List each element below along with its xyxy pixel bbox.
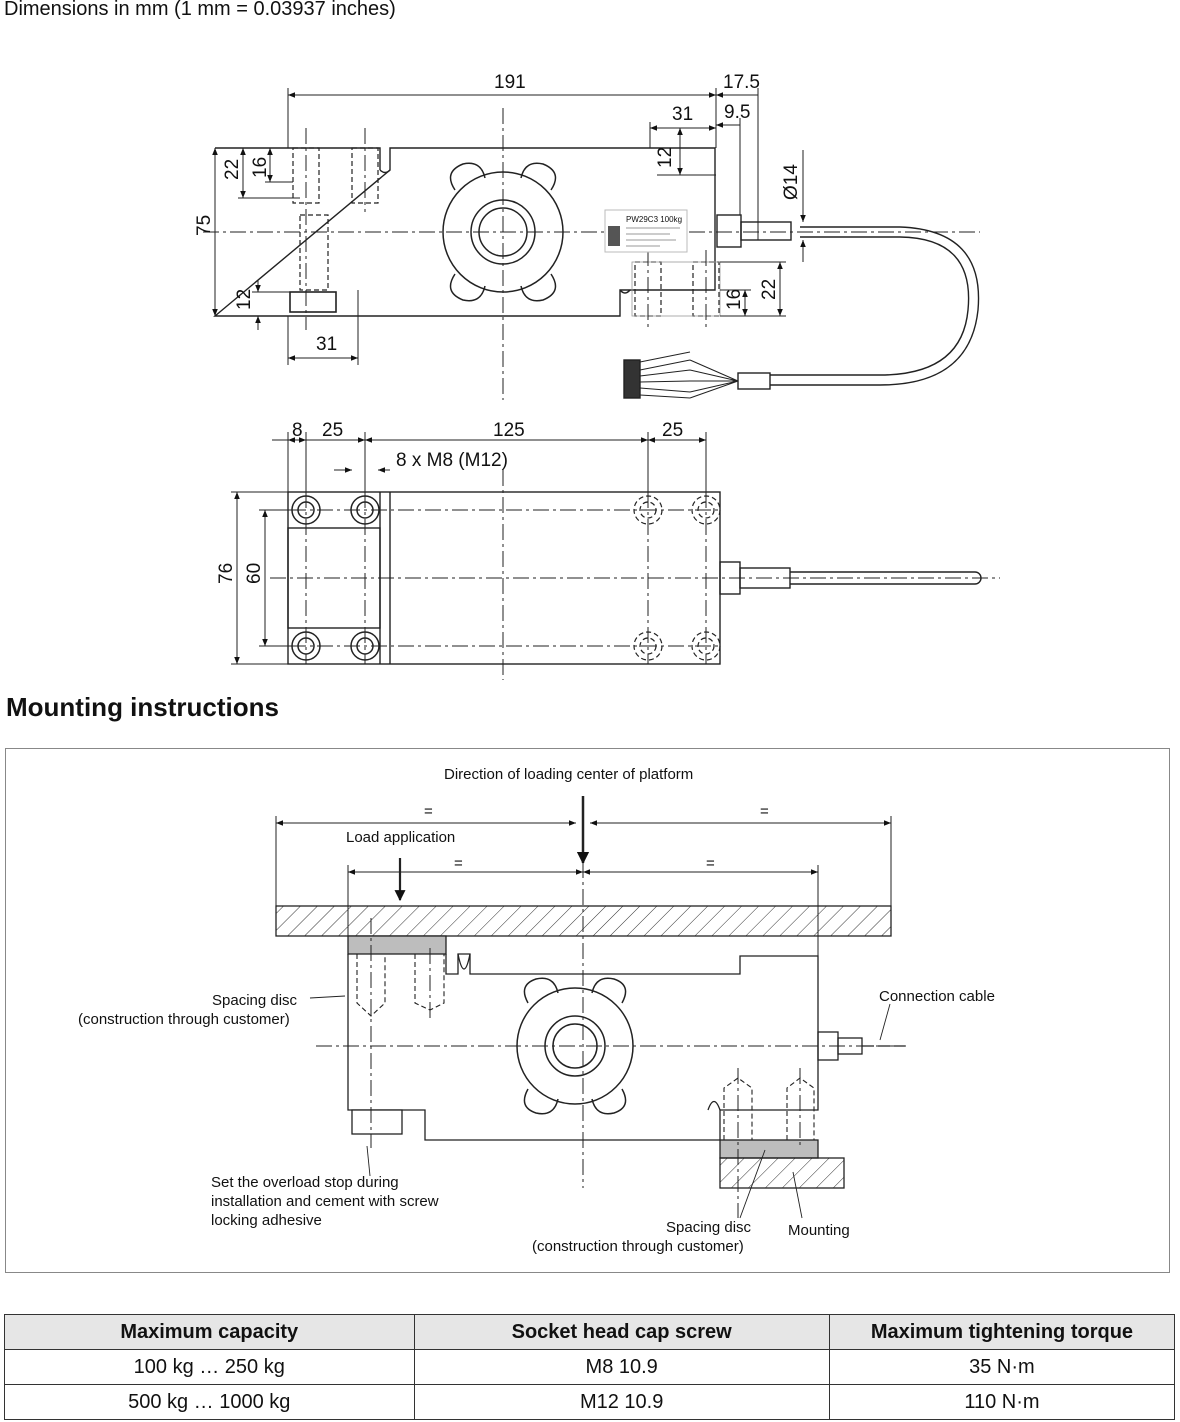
table-row: 500 kg … 1000 kg M12 10.9 110 N·m — [4, 1384, 1176, 1420]
table-cell: 35 N·m — [828, 1349, 1176, 1385]
spacing-disc-bottom-note: (construction through customer) — [532, 1238, 744, 1255]
spacing-disc-bottom-label: Spacing disc — [666, 1219, 752, 1236]
dim-31-bottom: 31 — [316, 334, 337, 355]
table-header-row: Maximum capacity Socket head cap screw M… — [4, 1314, 1176, 1350]
overload-note-line-1: Set the overload stop during — [211, 1174, 399, 1191]
table-row: 100 kg … 250 kg M8 10.9 35 N·m — [4, 1349, 1176, 1385]
table-cell: 110 N·m — [828, 1384, 1176, 1420]
dim-16-right: 16 — [724, 289, 745, 310]
dim-125: 125 — [493, 420, 525, 441]
dim-22-right: 22 — [759, 279, 780, 300]
dim-12-top: 12 — [655, 147, 676, 168]
overload-nut — [289, 291, 337, 313]
spacing-disc-left-note: (construction through customer) — [78, 1011, 290, 1028]
dim-16-left: 16 — [250, 157, 271, 178]
dim-9-5: 9.5 — [724, 102, 750, 123]
direction-label: Direction of loading center of platform — [444, 766, 693, 783]
dim-12-left: 12 — [234, 289, 255, 310]
dim-60: 60 — [244, 563, 265, 584]
torque-table: Maximum capacity Socket head cap screw M… — [4, 1314, 1176, 1420]
dim-22-left: 22 — [222, 159, 243, 180]
mounting-diagram: Direction of loading center of platform … — [78, 766, 995, 1255]
mounting-diagram-frame — [5, 748, 1170, 1273]
dimension-drawing: PW29C3 100kg 191 17.5 31 9.5 12 Ø14 22 1… — [194, 72, 1000, 680]
spacing-disc-left-label: Spacing disc — [212, 992, 298, 1009]
dim-17-5: 17.5 — [723, 72, 760, 93]
equal-sign-2: = — [760, 803, 769, 820]
connection-cable-drawing — [770, 226, 980, 386]
spacing-disc-top — [347, 935, 447, 955]
equal-sign-1: = — [424, 803, 433, 820]
load-application-label: Load application — [346, 829, 455, 846]
dim-76: 76 — [216, 563, 237, 584]
overload-note-line-3: locking adhesive — [211, 1212, 322, 1229]
load-cell-mount-outline — [347, 953, 819, 1141]
connection-cable-label: Connection cable — [879, 988, 995, 1005]
label-plate-text: PW29C3 100kg — [626, 215, 682, 224]
dim-8: 8 — [292, 420, 303, 441]
dim-14: Ø14 — [781, 164, 802, 200]
dim-31-top: 31 — [672, 104, 693, 125]
column-header: Socket head cap screw — [413, 1314, 830, 1350]
table-cell: 100 kg … 250 kg — [4, 1349, 415, 1385]
equal-sign-3: = — [454, 855, 463, 872]
dim-25-right: 25 — [662, 420, 683, 441]
thread-spec: 8 x M8 (M12) — [396, 450, 508, 471]
dim-191: 191 — [494, 72, 526, 93]
overload-note-line-2: installation and cement with screw — [211, 1193, 439, 1210]
overload-stop-nut — [351, 1109, 403, 1135]
cable-gland — [716, 214, 742, 248]
mounting-base — [719, 1157, 845, 1189]
spacing-disc-bottom — [719, 1139, 819, 1159]
dim-75: 75 — [194, 215, 215, 236]
dim-25-left: 25 — [322, 420, 343, 441]
column-header: Maximum tightening torque — [828, 1314, 1176, 1350]
table-cell: 500 kg … 1000 kg — [4, 1384, 415, 1420]
table-cell: M12 10.9 — [413, 1384, 830, 1420]
units-note: Dimensions in mm (1 mm = 0.03937 inches) — [4, 0, 396, 20]
mounting-label: Mounting — [788, 1222, 850, 1239]
section-title: Mounting instructions — [6, 692, 279, 722]
column-header: Maximum capacity — [4, 1314, 415, 1350]
table-cell: M8 10.9 — [413, 1349, 830, 1385]
equal-sign-4: = — [706, 855, 715, 872]
